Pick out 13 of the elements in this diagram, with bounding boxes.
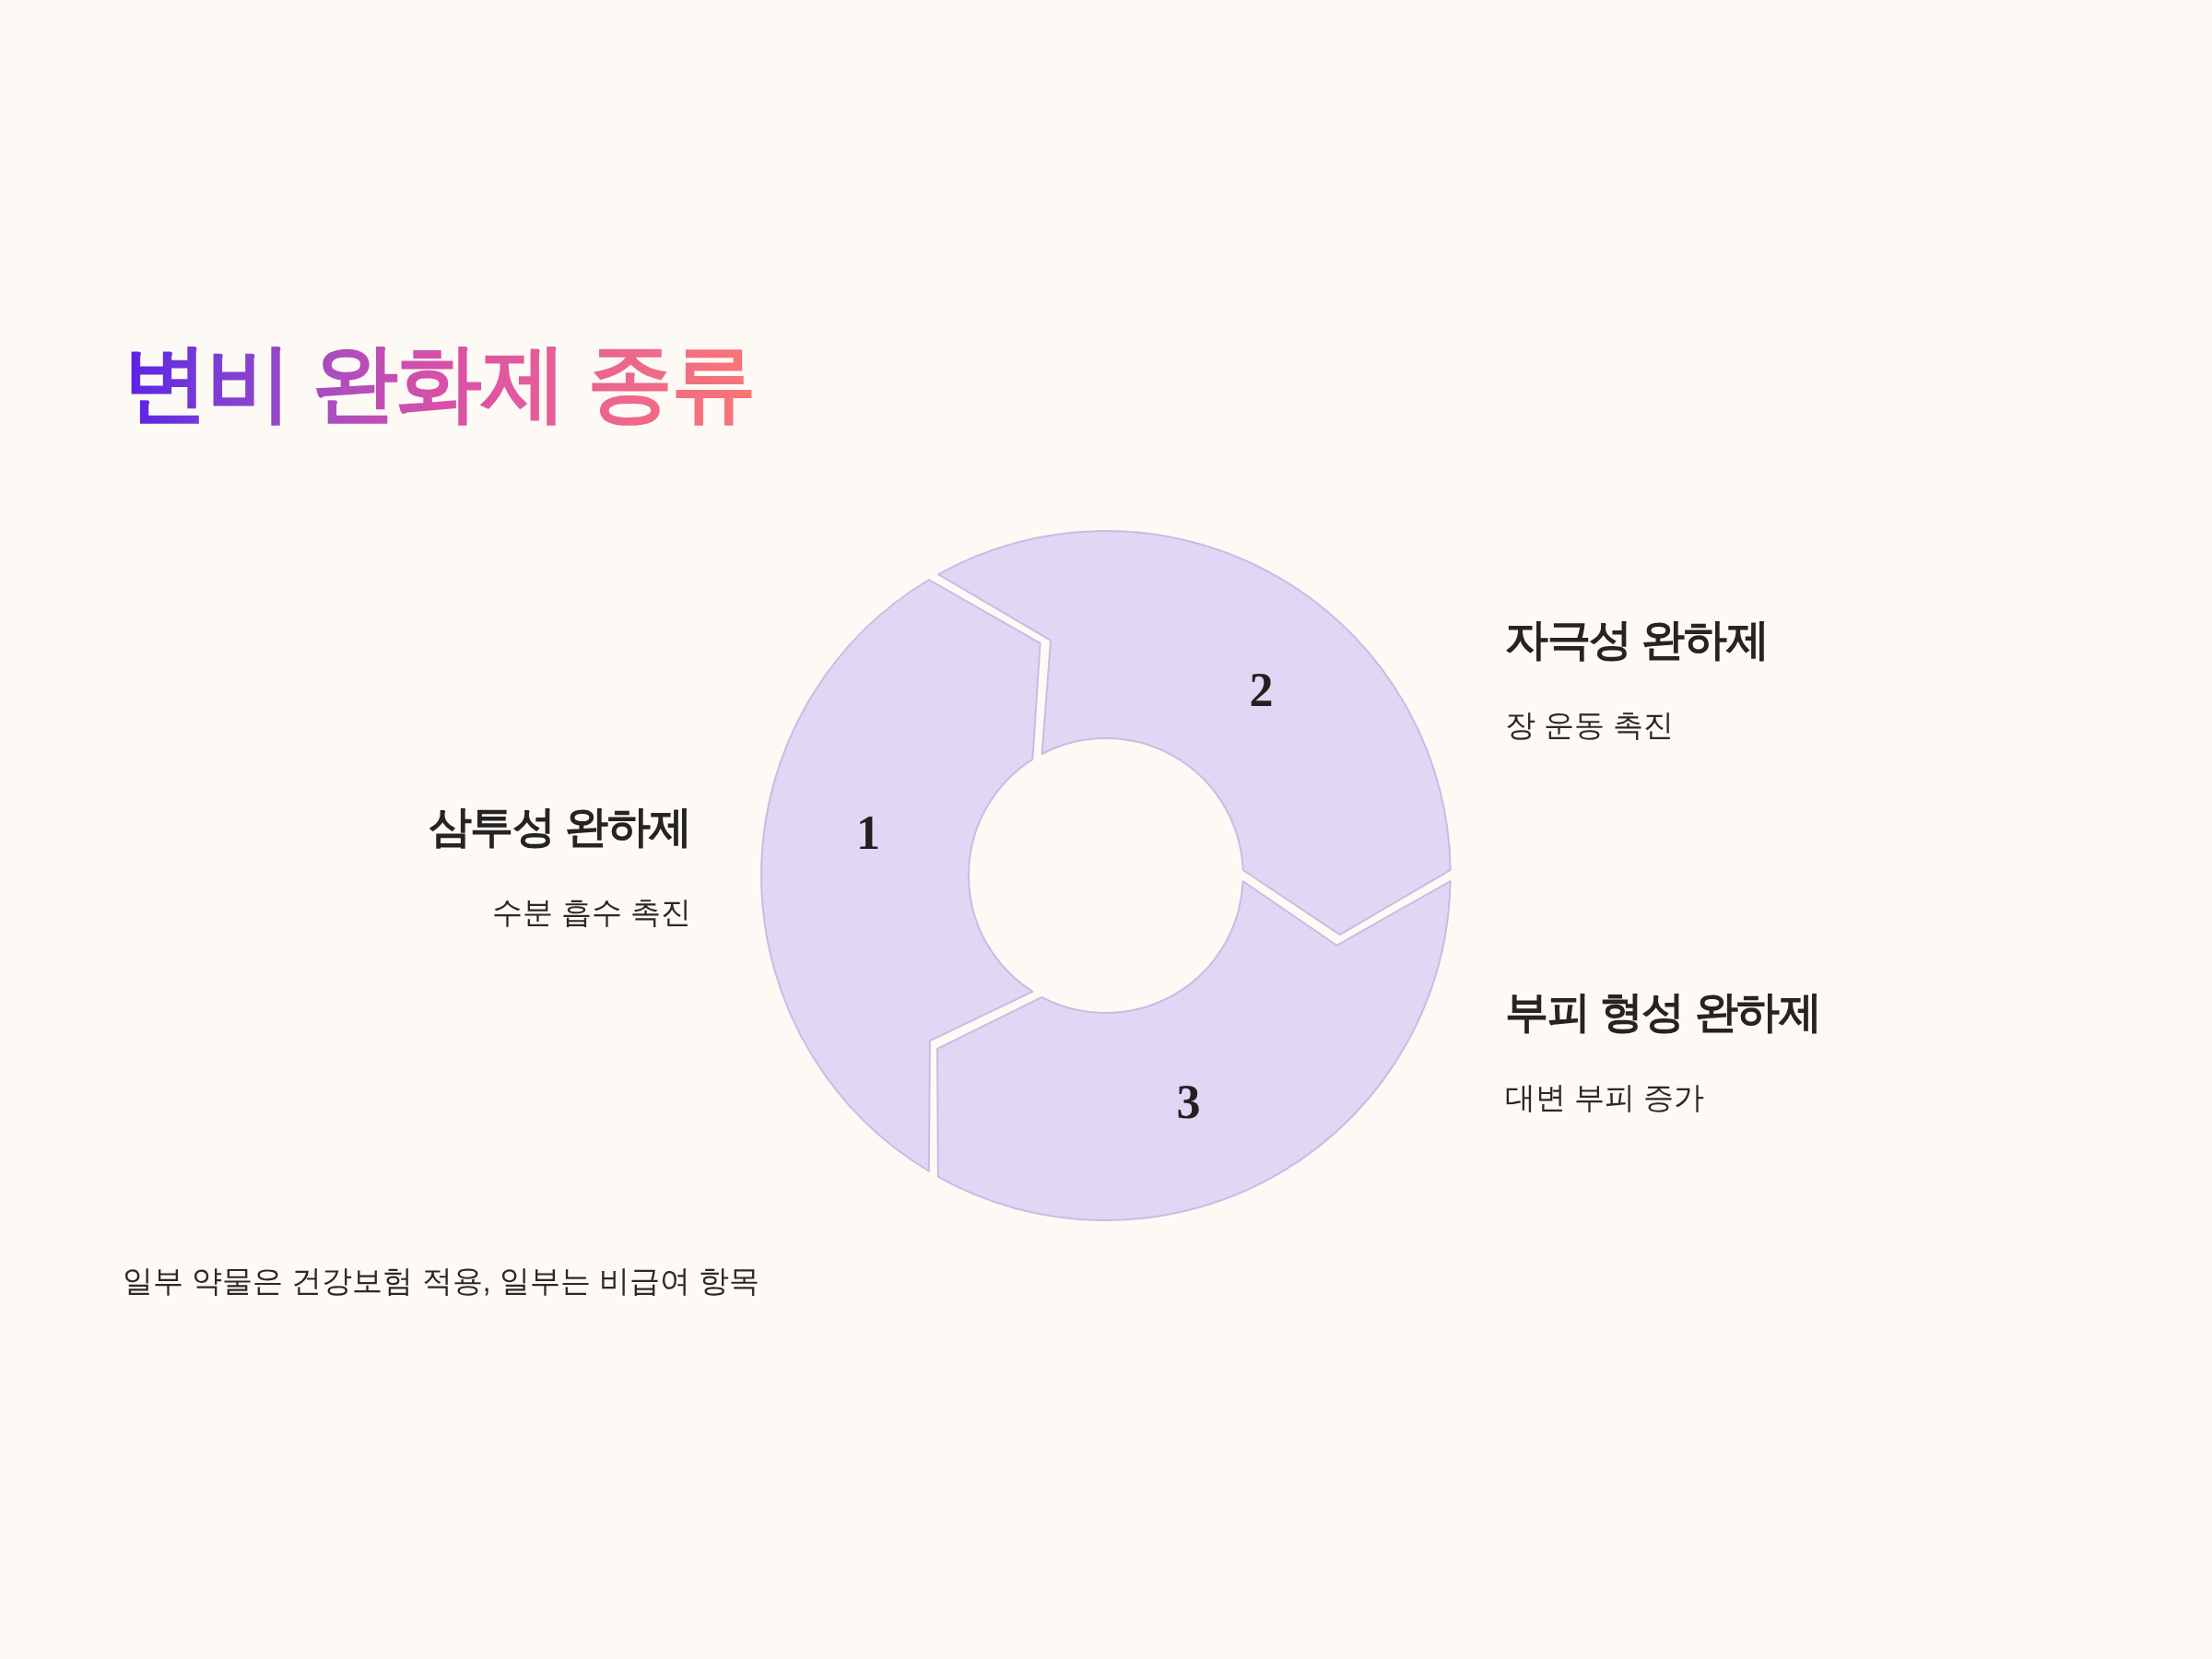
step-number: 2 — [1249, 666, 1274, 715]
step-number: 3 — [1176, 1078, 1201, 1127]
arrow-segment — [936, 529, 1453, 937]
type-heading: 삼투성 완하제 — [428, 801, 691, 853]
type-heading: 자극성 완하제 — [1505, 614, 1769, 665]
arrow-segment — [759, 578, 1042, 1173]
step-number: 1 — [855, 809, 880, 858]
type-description: 대변 부피 증가 — [1505, 1079, 1705, 1117]
type-description: 장 운동 촉진 — [1505, 707, 1675, 745]
arrow-segment — [935, 879, 1453, 1222]
type-description: 수분 흡수 촉진 — [491, 894, 691, 932]
type-heading: 부피 형성 완하제 — [1505, 986, 1821, 1038]
footnote: 일부 약물은 건강보험 적용, 일부는 비급여 항목 — [123, 1263, 760, 1300]
